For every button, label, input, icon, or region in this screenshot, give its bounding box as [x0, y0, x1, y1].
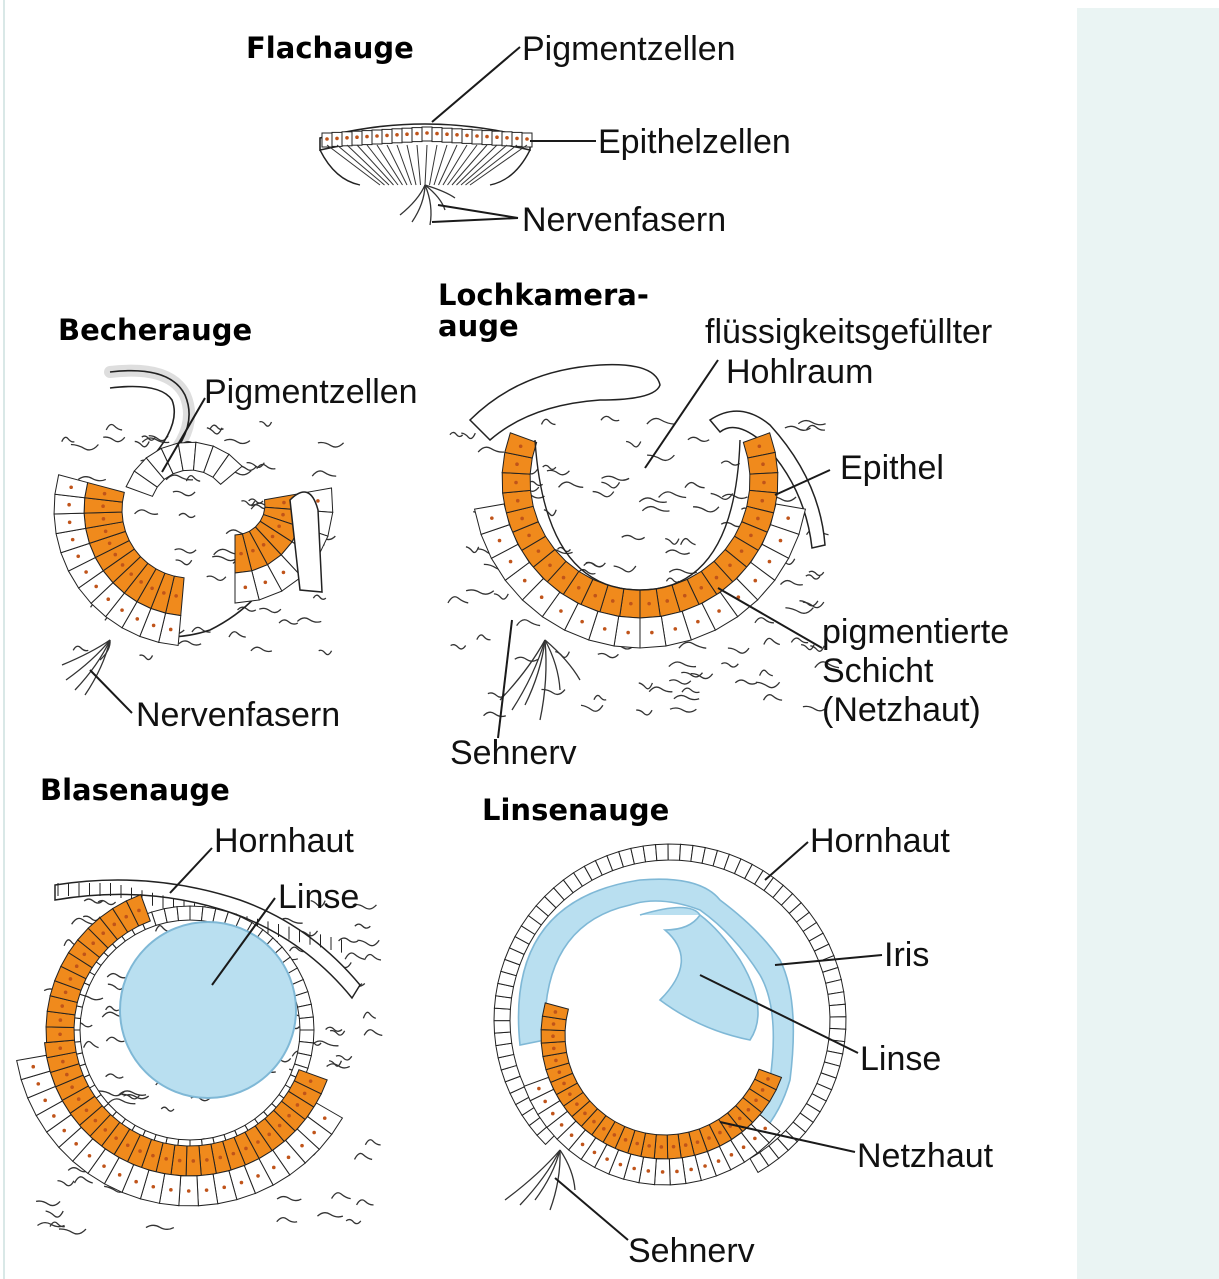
- flachauge-label-nerven: Nervenfasern: [522, 201, 726, 239]
- blasenauge-illustration: [17, 880, 383, 1234]
- becherauge-nerve-fibers: [62, 640, 110, 695]
- flachauge-panel: Flachauge Pigmentzellen Epithelzellen Ne…: [246, 30, 791, 239]
- lochkamera-title-line1: Lochkamera-: [438, 278, 649, 312]
- flachauge-label-pigment: Pigmentzellen: [522, 30, 736, 68]
- lochkamera-label-hohl-1: flüssigkeitsgefüllter: [705, 313, 992, 351]
- blasenauge-title: Blasenauge: [40, 773, 230, 807]
- linsenauge-label-iris: Iris: [884, 936, 929, 974]
- flachauge-title: Flachauge: [246, 31, 414, 65]
- lochkamera-label-pig-2: Schicht: [822, 652, 934, 690]
- linsenauge-label-hornhaut: Hornhaut: [810, 822, 950, 860]
- lochkamera-optic-nerve: [500, 640, 580, 720]
- lochkamera-label-hohl-2: Hohlraum: [726, 353, 873, 391]
- flachauge-label-epithel: Epithelzellen: [598, 123, 791, 161]
- becherauge-cell-layer: [54, 442, 333, 645]
- lochkamera-cell-layer: [475, 433, 806, 648]
- becherauge-label-nerven: Nervenfasern: [136, 696, 340, 734]
- blasenauge-panel: Blasenauge Hornhaut Linse: [17, 773, 383, 1234]
- linsenauge-optic-nerve: [505, 1150, 575, 1210]
- blasenauge-label-hornhaut: Hornhaut: [214, 822, 354, 860]
- flachauge-epithel-cells: [322, 127, 532, 185]
- lochkamera-sehnerv-leader: [498, 620, 512, 738]
- blasenauge-hornhaut-leader: [170, 848, 212, 893]
- flachauge-illustration: [320, 124, 532, 225]
- becherauge-panel: Becherauge Pigmentzellen Nervenfasern: [54, 313, 418, 734]
- linsenauge-sehnerv-leader: [555, 1178, 628, 1240]
- linsenauge-hornhaut-leader: [765, 842, 808, 880]
- linsenauge-label-sehnerv: Sehnerv: [628, 1232, 755, 1270]
- lochkamera-title-line2: auge: [438, 309, 519, 343]
- linsenauge-title: Linsenauge: [482, 793, 669, 827]
- becherauge-illustration: [54, 371, 344, 695]
- blasenauge-lens: [120, 922, 296, 1098]
- linsenauge-illustration: [494, 844, 846, 1210]
- lochkamera-label-pig-1: pigmentierte: [822, 613, 1009, 651]
- becherauge-nerven-leader: [90, 670, 132, 713]
- flachauge-nerven-leader: [432, 205, 518, 222]
- flachauge-nerve-fibers: [400, 185, 455, 225]
- lochkamera-label-epithel: Epithel: [840, 449, 944, 487]
- becherauge-label-pigment: Pigmentzellen: [204, 373, 418, 411]
- lochkamera-panel: Lochkamera- auge flüssigkeitsgefüllter H…: [438, 278, 1009, 772]
- blasenauge-label-linse: Linse: [278, 878, 359, 916]
- lochkamera-label-sehnerv: Sehnerv: [450, 734, 577, 772]
- linsenauge-label-netzhaut: Netzhaut: [857, 1137, 994, 1175]
- becherauge-title: Becherauge: [58, 313, 252, 347]
- linsenauge-label-linse: Linse: [860, 1040, 941, 1078]
- linsenauge-panel: Linsenauge Hornhaut Iris Linse Netzhaut …: [482, 793, 994, 1270]
- lochkamera-label-pig-3: (Netzhaut): [822, 691, 981, 729]
- flachauge-pigment-leader: [432, 47, 520, 122]
